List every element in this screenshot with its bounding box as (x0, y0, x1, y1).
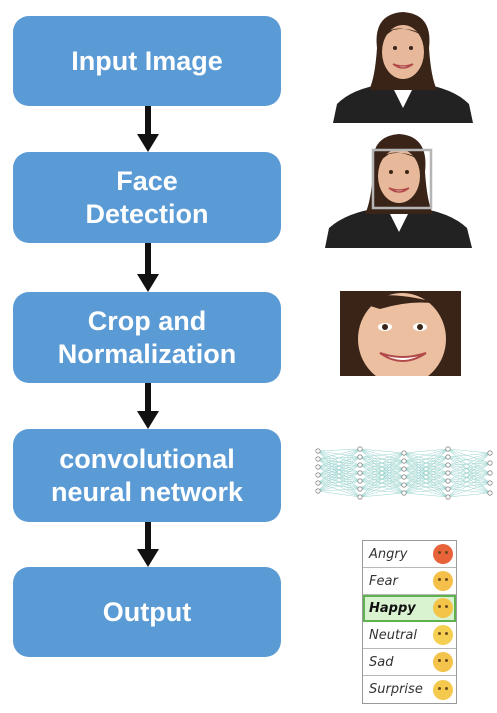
arrow-down-icon (137, 522, 159, 567)
neural-network-icon (315, 446, 493, 500)
step-face-detection: Face Detection (13, 152, 281, 243)
emotion-output-panel: Angry Fear Happy Neutral Sad Surprise (362, 540, 457, 704)
nn-node (401, 482, 407, 488)
emotion-row-sad: Sad (363, 649, 456, 676)
nn-node (401, 450, 407, 456)
detection-box (371, 148, 433, 210)
nn-node (357, 462, 363, 468)
nn-node (315, 456, 321, 462)
emotion-label: Sad (369, 654, 394, 670)
face-detection-image (325, 134, 472, 248)
nn-node (445, 454, 451, 460)
nn-node (315, 472, 321, 478)
emotion-row-neutral: Neutral (363, 622, 456, 649)
emotion-label: Angry (369, 546, 408, 562)
nn-node (445, 486, 451, 492)
nn-node (445, 478, 451, 484)
nn-node (445, 470, 451, 476)
nn-node (315, 488, 321, 494)
surprise-face-icon (433, 679, 453, 700)
emotion-label: Happy (369, 600, 416, 616)
cropped-face-image (340, 291, 461, 376)
nn-node (487, 450, 493, 456)
nn-node (401, 490, 407, 496)
happy-face-icon (433, 598, 453, 618)
nn-node (401, 474, 407, 480)
input-portrait-image (333, 12, 473, 123)
nn-node (357, 494, 363, 500)
fear-face-icon (433, 571, 453, 591)
step-cnn: convolutional neural network (13, 429, 281, 522)
nn-node (401, 466, 407, 472)
sad-face-icon (433, 652, 453, 672)
arrow-down-icon (137, 243, 159, 292)
nn-node (445, 462, 451, 468)
emotion-row-surprise: Surprise (363, 676, 456, 703)
nn-node (487, 480, 493, 486)
arrow-down-icon (137, 383, 159, 429)
emotion-label: Neutral (369, 627, 417, 643)
nn-node (401, 458, 407, 464)
nn-node (315, 448, 321, 454)
nn-node (445, 494, 451, 500)
step-crop-normalization: Crop and Normalization (13, 292, 281, 383)
emotion-row-angry: Angry (363, 541, 456, 568)
step-output: Output (13, 567, 281, 657)
nn-node (357, 478, 363, 484)
angry-face-icon (433, 544, 453, 564)
step-input-image: Input Image (13, 16, 281, 106)
arrow-down-icon (137, 106, 159, 152)
nn-node (357, 486, 363, 492)
nn-node (487, 470, 493, 476)
nn-node (445, 446, 451, 452)
emotion-label: Fear (369, 573, 398, 589)
nn-node (315, 480, 321, 486)
nn-node (487, 460, 493, 466)
emotion-row-fear: Fear (363, 568, 456, 595)
emotion-label: Surprise (369, 682, 423, 697)
nn-node (357, 454, 363, 460)
nn-node (315, 464, 321, 470)
nn-node (357, 470, 363, 476)
nn-node (487, 490, 493, 496)
neutral-face-icon (433, 625, 453, 645)
emotion-row-happy: Happy (363, 595, 456, 622)
nn-node (357, 446, 363, 452)
